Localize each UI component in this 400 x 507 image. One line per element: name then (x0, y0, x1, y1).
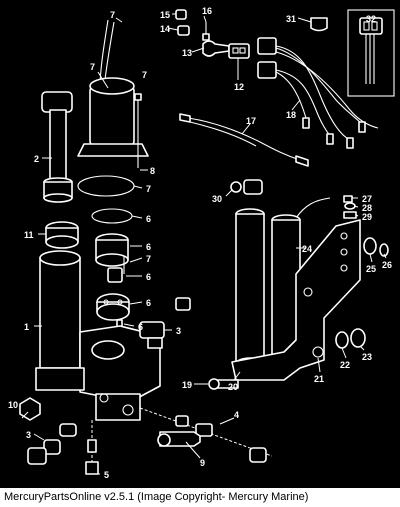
trim-cylinder-part-20 (235, 208, 265, 371)
fitting-part-3a (139, 297, 191, 349)
callout-29: 29 (362, 212, 372, 222)
terminal-part-13 (202, 40, 230, 57)
oring-part-6a (91, 208, 133, 224)
callout-9: 9 (200, 458, 205, 468)
stud-part-8 (134, 93, 142, 168)
callout-7d: 7 (146, 184, 151, 194)
cap-part-15 (175, 9, 187, 20)
callout-22: 22 (340, 360, 350, 370)
callout-26: 26 (382, 260, 392, 270)
inset-box-32 (347, 9, 395, 97)
callout-19: 19 (182, 380, 192, 390)
callout-12: 12 (234, 82, 244, 92)
connector-part-12 (228, 43, 250, 59)
callout-10: 10 (8, 400, 18, 410)
callout-31: 31 (286, 14, 296, 24)
oring-part-7 (77, 175, 135, 197)
callout-7a: 7 (110, 10, 115, 20)
callout-28: 28 (362, 203, 372, 213)
callout-6e: 6 (138, 322, 143, 332)
callout-4: 4 (234, 410, 239, 420)
callout-17: 17 (246, 116, 256, 126)
callout-15: 15 (160, 10, 170, 20)
trim-cylinder-part-2 (41, 91, 73, 203)
callout-5: 5 (104, 470, 109, 480)
washer-part-28 (344, 202, 356, 210)
callout-14: 14 (160, 24, 170, 34)
exploded-parts-diagram: 1 2 3 3 4 5 6 6 6 6 6 7 7 7 7 7 8 9 10 1… (8, 6, 395, 480)
pin-part-19 (208, 378, 239, 390)
callout-11: 11 (24, 230, 34, 240)
copyright-caption: MercuryPartsOnline v2.5.1 (Image Copyrig… (0, 488, 400, 507)
bushing-part-25 (363, 237, 377, 255)
callout-18: 18 (286, 110, 296, 120)
callout-2: 2 (34, 154, 39, 164)
wire-lead-part-17 (179, 113, 309, 167)
valve-stem-part-9 (157, 431, 201, 447)
callout-20: 20 (228, 382, 238, 392)
valve-part-3b (27, 423, 77, 465)
wiring-harness-part-18 (257, 37, 379, 149)
valve-part-6c (107, 267, 123, 283)
callout-7c: 7 (142, 70, 147, 80)
callout-6b: 6 (146, 242, 151, 252)
callout-27: 27 (362, 194, 372, 204)
callout-8: 8 (150, 166, 155, 176)
leader-lines (21, 13, 387, 475)
washer-part-26 (379, 243, 389, 257)
callout-6d: 6 (146, 298, 151, 308)
nut-part-29 (343, 211, 357, 219)
pump-manifold-base (35, 325, 161, 421)
bushing-part-23 (350, 328, 366, 348)
screw-part-16 (202, 22, 210, 41)
callout-25: 25 (366, 264, 376, 274)
callout-21: 21 (314, 374, 324, 384)
fitting-part-30 (230, 179, 263, 195)
callout-3b: 3 (26, 430, 31, 440)
washer-part-22 (335, 331, 349, 349)
pump-gear-part-6d (96, 293, 130, 321)
filter-part-6b (95, 233, 129, 267)
valve-assembly-part-4 (139, 407, 273, 463)
callout-labels: 1 2 3 3 4 5 6 6 6 6 6 7 7 7 7 7 8 9 10 1… (8, 6, 392, 480)
callout-16: 16 (202, 6, 212, 16)
callout-6a: 6 (146, 214, 151, 224)
callout-24: 24 (302, 244, 312, 254)
nut-part-14 (177, 25, 190, 36)
callout-7e: 7 (146, 254, 151, 264)
callout-23: 23 (362, 352, 372, 362)
seal-part-11 (45, 221, 79, 249)
callout-1: 1 (24, 322, 29, 332)
callout-3a: 3 (176, 326, 181, 336)
reservoir-tube-part-1 (39, 250, 81, 369)
callout-13: 13 (182, 48, 192, 58)
connector-part-32 (359, 17, 383, 84)
mount-bracket-part-21 (231, 219, 361, 381)
callout-7b: 7 (90, 62, 95, 72)
callout-30: 30 (212, 194, 222, 204)
bolt-part-27 (343, 195, 353, 203)
pin-part-5 (85, 420, 99, 475)
cap-part-31 (310, 17, 328, 32)
callout-32: 32 (366, 14, 376, 24)
callout-6c: 6 (146, 272, 151, 282)
